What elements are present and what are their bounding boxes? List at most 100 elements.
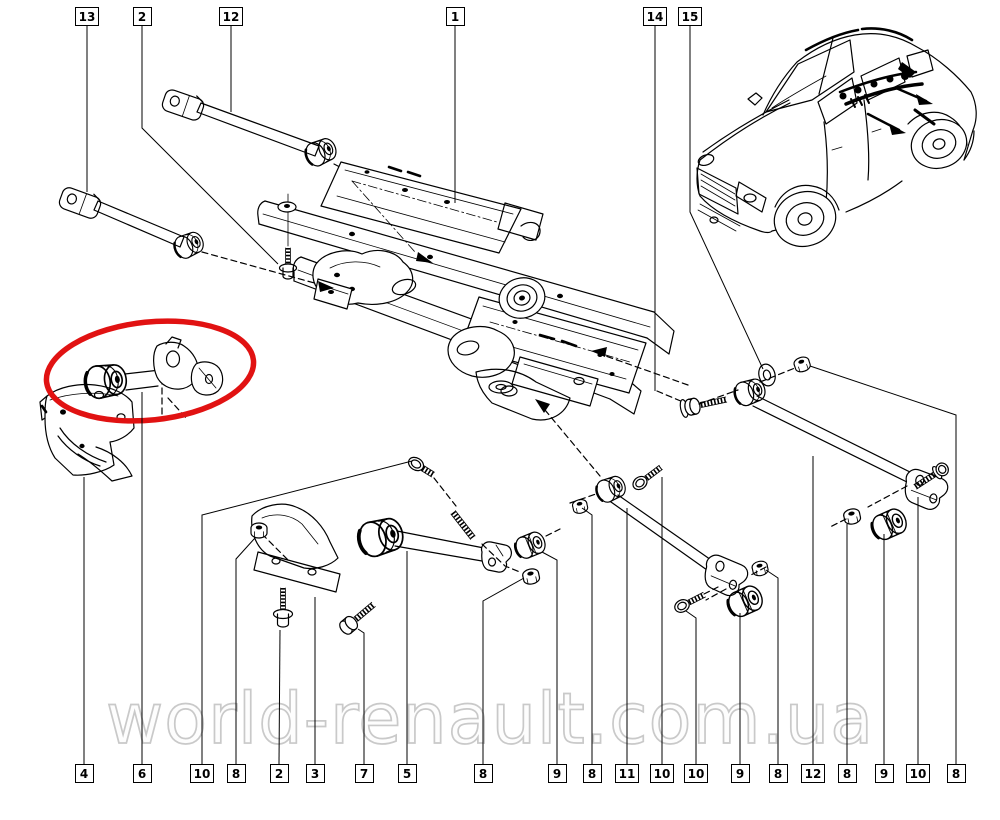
callout-box-bottom-9: 9 <box>547 764 567 783</box>
callout-label: 6 <box>137 766 147 781</box>
callout-label: 14 <box>646 9 664 24</box>
callout-box-top-14: 14 <box>643 7 667 26</box>
leader-line-bottom-7 <box>357 628 365 764</box>
assembly-axis-rod12c <box>867 485 908 508</box>
assembly-axis-rod11d <box>703 586 719 595</box>
callout-box-bottom-11: 11 <box>615 764 639 783</box>
callout-box-bottom-8: 8 <box>837 764 857 783</box>
callout-label: 2 <box>137 9 147 24</box>
callout-label: 2 <box>274 766 284 781</box>
bolt-10-rod12-drawing <box>913 462 949 490</box>
callout-label: 9 <box>879 766 889 781</box>
watermark-text: world-renault.com.ua <box>105 677 875 761</box>
callout-box-top-12: 12 <box>219 7 243 26</box>
callout-box-bottom-8: 8 <box>946 764 966 783</box>
assembly-axis-rod11a <box>569 493 597 504</box>
callout-box-bottom-9: 9 <box>730 764 750 783</box>
leader-line-bottom-9 <box>541 551 558 764</box>
callout-box-bottom-8: 8 <box>226 764 246 783</box>
leader-line-bottom-2 <box>278 629 281 765</box>
callout-label: 8 <box>842 766 852 781</box>
bolt-10-arm5-drawing <box>407 456 435 478</box>
callout-label: 9 <box>552 766 562 781</box>
assembly-axis-arm5 <box>433 477 457 507</box>
callout-label: 10 <box>193 766 211 781</box>
callout-box-bottom-12: 12 <box>801 764 825 783</box>
bolt-thread-segment-drawing <box>450 510 476 540</box>
callout-label: 10 <box>687 766 705 781</box>
bolt-7-drawing <box>339 601 376 635</box>
screw-2-bottom-drawing <box>272 587 294 628</box>
callout-box-bottom-10: 10 <box>684 764 708 783</box>
callout-label: 13 <box>78 9 96 24</box>
callout-label: 1 <box>450 9 460 24</box>
callout-box-bottom-7: 7 <box>354 764 374 783</box>
subframe-assembly-drawing <box>257 161 675 421</box>
vehicle-illustration <box>696 27 977 248</box>
callout-label: 12 <box>222 9 240 24</box>
callout-label: 10 <box>653 766 671 781</box>
leader-line-bottom-8 <box>581 507 593 764</box>
upper-arm-6-drawing <box>81 336 224 402</box>
callout-box-top-13: 13 <box>75 7 99 26</box>
callout-box-bottom-5: 5 <box>397 764 417 783</box>
bolt-10-rod11-lower-drawing <box>674 591 706 613</box>
callout-label: 3 <box>310 766 320 781</box>
callout-box-bottom-6: 6 <box>132 764 152 783</box>
callout-label: 10 <box>909 766 927 781</box>
screw-2-top-drawing <box>278 193 298 280</box>
suspension-location-overlay <box>838 62 936 135</box>
callout-label: 8 <box>231 766 241 781</box>
callout-label: 12 <box>804 766 822 781</box>
callout-leader-lines <box>83 26 957 765</box>
callout-box-bottom-8: 8 <box>473 764 493 783</box>
callout-box-bottom-2: 2 <box>269 764 289 783</box>
assembly-axis-arm5c <box>545 528 561 537</box>
leader-line-bottom-8 <box>235 537 256 764</box>
callout-box-bottom-10: 10 <box>906 764 930 783</box>
callout-box-bottom-10: 10 <box>650 764 674 783</box>
assembly-axis-rod13 <box>201 251 319 285</box>
leader-line-top-2 <box>141 26 279 265</box>
callout-label: 8 <box>951 766 961 781</box>
leader-line-bottom-8 <box>809 365 957 764</box>
callout-label: 5 <box>402 766 412 781</box>
leader-line-bottom-10 <box>685 610 697 764</box>
callout-box-top-2: 2 <box>132 7 152 26</box>
callout-label: 15 <box>681 9 699 24</box>
callout-box-bottom-8: 8 <box>582 764 602 783</box>
assembly-axis-rod11b <box>748 566 767 577</box>
highlight-ellipse <box>43 318 257 424</box>
bolt-10-rod11-upper-drawing <box>632 464 663 491</box>
leader-line-top-15 <box>689 26 764 370</box>
rod-12-right-drawing <box>730 374 951 513</box>
assembly-axis-rod12b <box>759 367 796 383</box>
leader-line-bottom-8 <box>482 577 525 764</box>
assembly-axis-arm5b <box>481 543 521 573</box>
callout-box-bottom-10: 10 <box>190 764 214 783</box>
callout-box-bottom-9: 9 <box>874 764 894 783</box>
callout-label: 7 <box>359 766 369 781</box>
bracket-3-drawing <box>251 503 341 593</box>
callout-label: 4 <box>79 766 89 781</box>
callout-box-top-15: 15 <box>678 7 702 26</box>
assembly-axis-rod12d <box>829 518 847 528</box>
assembly-axis-rod11c <box>705 588 727 601</box>
callout-label: 11 <box>618 766 636 781</box>
track-rod-12-drawing <box>161 89 341 171</box>
bolt-14-drawing <box>679 396 728 418</box>
callout-label: 8 <box>587 766 597 781</box>
callout-label: 8 <box>478 766 488 781</box>
callout-box-bottom-4: 4 <box>74 764 94 783</box>
callout-box-top-1: 1 <box>445 7 465 26</box>
leader-line-bottom-10 <box>201 460 413 764</box>
callout-box-bottom-8: 8 <box>768 764 788 783</box>
callout-label: 9 <box>735 766 745 781</box>
leader-line-bottom-8 <box>765 569 779 764</box>
callout-box-bottom-3: 3 <box>305 764 325 783</box>
pointer-arrows <box>318 180 689 477</box>
assembly-axis-14 <box>656 390 684 403</box>
